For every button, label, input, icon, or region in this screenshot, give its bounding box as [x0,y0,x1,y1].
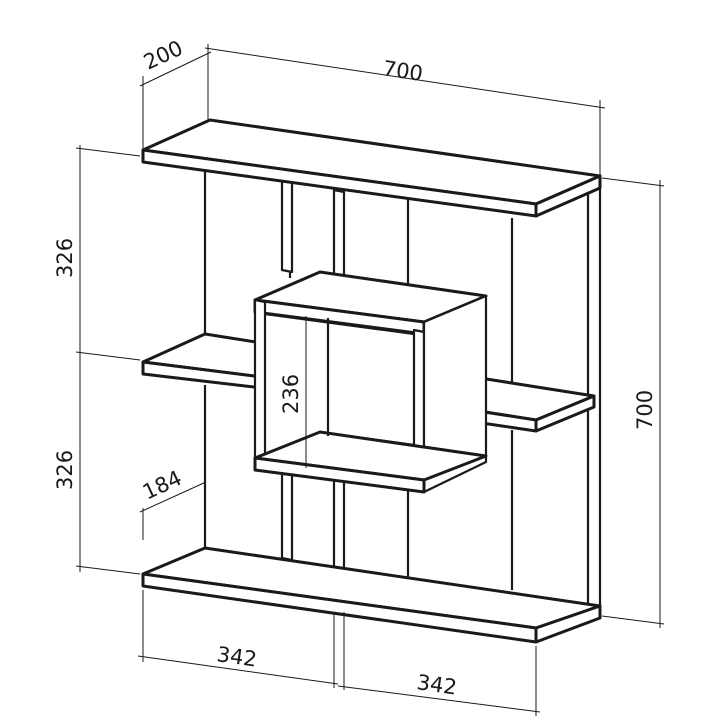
dim-width-label: 700 [381,56,424,86]
dimension-upper-height: 326 [53,145,141,361]
dim-lower-height-label: 326 [53,450,77,490]
dim-cube-depth-label: 184 [139,466,185,505]
dim-upper-height-label: 326 [53,238,77,278]
dimension-bottom-left: 342 [137,590,339,688]
top-shelf [141,118,602,218]
dim-depth-label: 200 [140,36,186,75]
dimension-lower-height: 326 [53,358,141,575]
dim-bottom-left-label: 342 [215,642,258,671]
dimension-total-height: 700 [601,177,665,628]
dim-total-height-label: 700 [633,390,657,430]
bottom-shelf [141,546,602,644]
left-mid-shelf [141,332,264,390]
dim-bottom-right-label: 342 [415,670,458,699]
central-cube [253,270,488,494]
dimension-cube-depth: 184 [139,466,207,540]
dimension-width: 700 [204,47,606,176]
dimension-cube-height: 236 [279,316,307,468]
dimension-bottom-right: 342 [337,612,541,716]
dim-cube-height-label: 236 [279,374,303,414]
